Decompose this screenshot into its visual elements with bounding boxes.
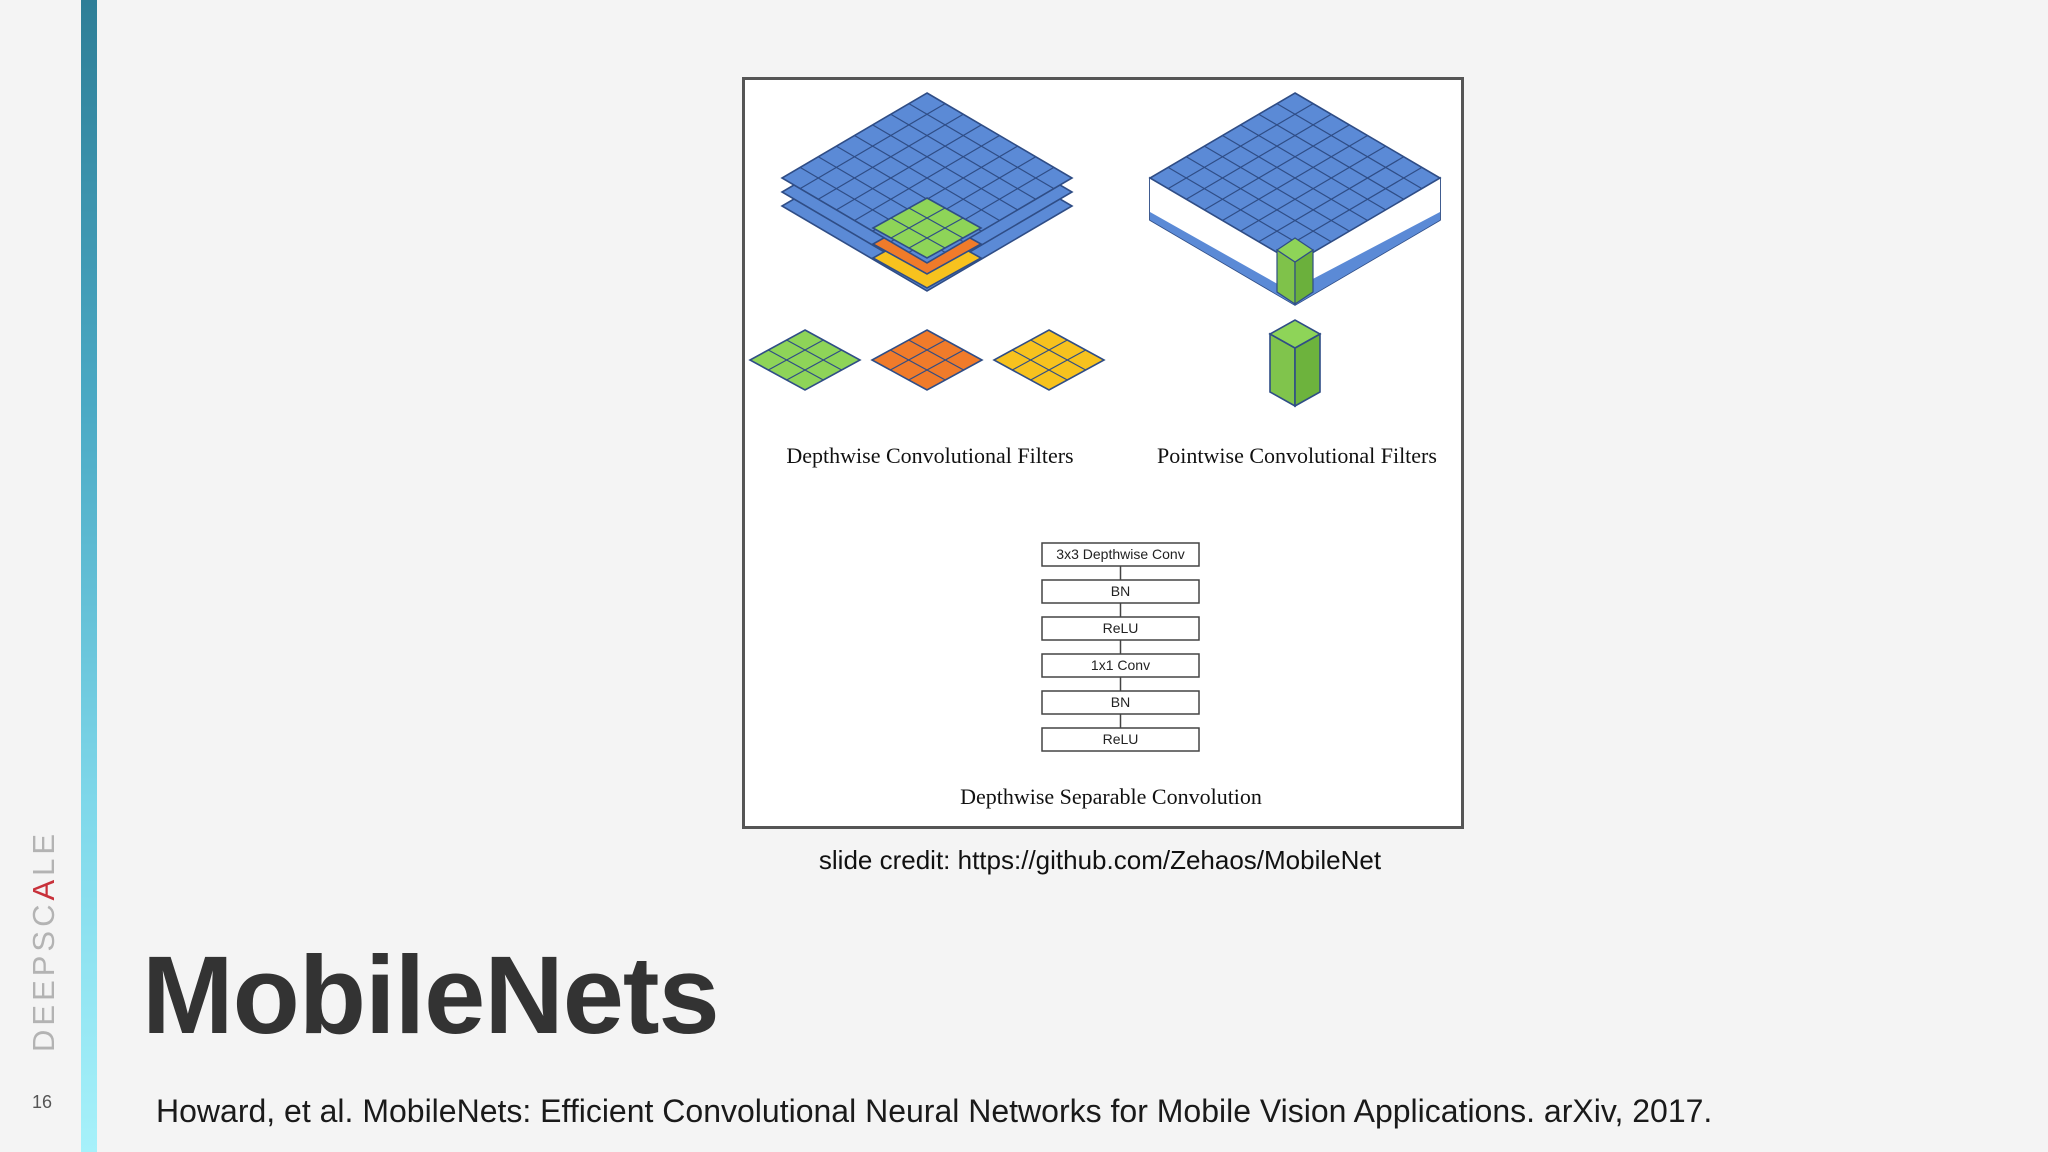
input-layer-1 xyxy=(780,92,1074,264)
citation: Howard, et al. MobileNets: Efficient Con… xyxy=(156,1093,1713,1129)
slide-title: MobileNets xyxy=(142,934,720,1057)
accent-bar xyxy=(81,0,97,1152)
filter-yellow-gridline xyxy=(1012,339,1068,371)
block-label: 1x1 Conv xyxy=(1091,657,1150,673)
filter-green xyxy=(748,329,862,391)
depthwise-filters xyxy=(748,329,1106,391)
filter-orange-gridline xyxy=(890,349,946,381)
filter-yellow-gridline xyxy=(1030,339,1086,371)
volume-top xyxy=(1148,92,1442,264)
separable-caption: Depthwise Separable Convolution xyxy=(960,784,1262,809)
depthwise-input-stack xyxy=(780,92,1074,292)
block-label: BN xyxy=(1111,694,1130,710)
filter-green-gridline xyxy=(786,339,842,371)
pointwise-filter xyxy=(1268,319,1322,408)
volume-prism-top xyxy=(1275,237,1315,263)
filter-orange-gridline xyxy=(908,349,964,381)
stack-green xyxy=(871,197,983,259)
input-layer-1-gridline xyxy=(854,134,1000,222)
filter-green-gridline xyxy=(768,339,824,371)
pointwise-input-volume xyxy=(1148,92,1442,306)
volume-top-gridline xyxy=(1222,134,1368,222)
filter-yellow-gridline xyxy=(1030,349,1086,381)
volume-top-gridline xyxy=(1240,145,1386,232)
volume-top-gridline xyxy=(1167,166,1314,253)
figure-svg: Depthwise Convolutional Filters Pointwis… xyxy=(748,92,1442,809)
block-label: BN xyxy=(1111,583,1130,599)
filter-orange xyxy=(870,329,984,391)
depthwise-caption: Depthwise Convolutional Filters xyxy=(786,443,1073,468)
slide-credit: slide credit: https://github.com/Zehaos/… xyxy=(818,845,1382,875)
filter-prism-top xyxy=(1268,319,1322,349)
filter-yellow xyxy=(992,329,1106,391)
filter-green-gridline xyxy=(786,349,842,381)
filter-orange-face xyxy=(870,329,984,391)
volume-top-gridline xyxy=(1185,156,1332,243)
filter-orange-gridline xyxy=(890,339,946,371)
stack-green-gridline xyxy=(908,217,964,249)
brand-logo: DEEPSCALE xyxy=(26,829,61,1052)
volume-top-gridline xyxy=(1204,145,1350,232)
filter-yellow-face xyxy=(992,329,1106,391)
filter-green-face xyxy=(748,329,862,391)
stack-green-gridline xyxy=(908,207,964,239)
filter-green-gridline xyxy=(768,349,824,381)
block-label: ReLU xyxy=(1103,731,1139,747)
filter-orange-gridline xyxy=(908,339,964,371)
filter-yellow-gridline xyxy=(1012,349,1068,381)
volume-top-gridline xyxy=(1258,156,1405,243)
block-label: ReLU xyxy=(1103,620,1139,636)
stack-green-gridline xyxy=(890,217,946,249)
block-box xyxy=(1041,727,1200,752)
figure: Depthwise Convolutional Filters Pointwis… xyxy=(742,77,1464,829)
volume-top-gridline xyxy=(1276,166,1423,253)
pointwise-caption: Pointwise Convolutional Filters xyxy=(1157,443,1437,468)
page-number: 16 xyxy=(32,1092,53,1112)
stack-green-gridline xyxy=(890,207,946,239)
block-label: 3x3 Depthwise Conv xyxy=(1056,546,1184,562)
